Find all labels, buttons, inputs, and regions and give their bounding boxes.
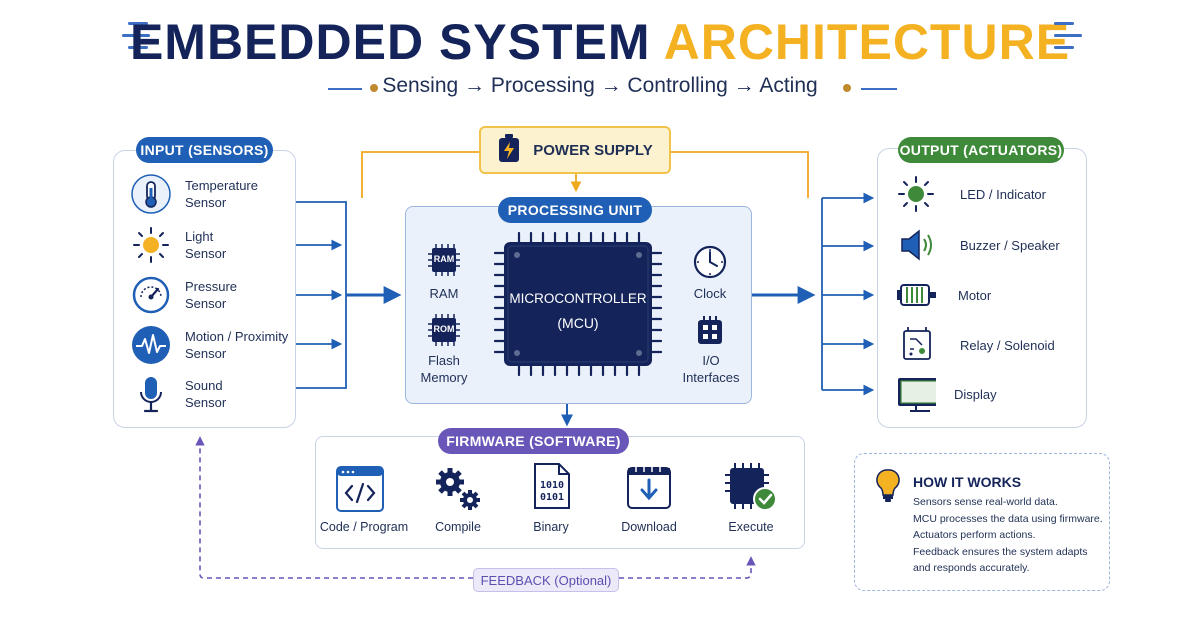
step-label: Code / Program — [319, 520, 409, 534]
sensor-label-line2: Sensor — [185, 395, 227, 410]
how-line: Sensors sense real-world data. — [913, 496, 1058, 508]
sensor-label-line2: Sensor — [185, 246, 227, 261]
actuator-label: Relay / Solenoid — [960, 337, 1055, 353]
sensor-label-line1: Motion / Proximity — [185, 329, 289, 344]
how-line: MCU processes the data using firmware. — [913, 512, 1103, 525]
sensor-label-line2: Sensor — [185, 346, 227, 361]
firmware-header: FIRMWARE (SOFTWARE) — [438, 428, 629, 454]
io-line1: I/O — [702, 353, 720, 368]
power-supply-label: POWER SUPPLY — [533, 141, 653, 159]
step-label: Compile — [435, 520, 481, 534]
io-line2: Interfaces — [682, 370, 740, 385]
how-it-works-text: Sensors sense real-world data. MCU proce… — [913, 494, 1103, 577]
actuator-label: Display — [954, 386, 997, 402]
how-line: Feedback ensures the system adapts — [913, 545, 1088, 558]
sensor-label-line1: Sound — [185, 378, 223, 393]
title-part-1: EMBEDDED SYSTEM — [129, 14, 651, 70]
processing-header: PROCESSING UNIT — [498, 197, 652, 223]
how-line: and responds accurately. — [913, 562, 1030, 574]
motion-wave-icon — [131, 325, 171, 365]
title-decoration-right — [1054, 22, 1082, 58]
how-it-works-title: HOW IT WORKS — [913, 474, 1022, 490]
step-label: Binary — [533, 520, 569, 534]
monitor-icon — [896, 374, 936, 414]
microcontroller-chip: MICROCONTROLLER (MCU) — [493, 231, 663, 382]
download-icon — [626, 462, 672, 515]
rom-chip-icon: ROM — [428, 314, 460, 351]
page-title: EMBEDDED SYSTEM ARCHITECTURE — [0, 10, 1200, 74]
ram-label: RAM — [429, 286, 459, 301]
output-header: OUTPUT (ACTUATORS) — [898, 137, 1064, 163]
subtitle-dot-left — [370, 84, 378, 92]
actuator-item: Buzzer / Speaker — [896, 225, 1060, 265]
flash-line1: Flash — [428, 353, 460, 368]
battery-icon — [497, 133, 521, 168]
step-label: Download — [621, 520, 677, 534]
subtitle-dot-right — [843, 84, 851, 92]
binary-file-icon: 1010 0101 — [533, 462, 571, 515]
binary-line2: 0101 — [539, 492, 565, 503]
ram-chip-text: RAM — [433, 254, 455, 264]
mcu-line1: MICROCONTROLLER — [509, 291, 647, 306]
gauge-icon — [131, 275, 171, 315]
sensor-label-line1: Light — [185, 229, 214, 244]
actuator-item: Motor — [896, 275, 991, 315]
sensor-label-line1: Pressure — [185, 279, 238, 294]
thermometer-icon — [131, 174, 171, 214]
motor-icon — [896, 275, 936, 315]
binary-line1: 1010 — [539, 480, 565, 491]
lightbulb-icon — [875, 468, 901, 509]
power-supply-box: POWER SUPPLY — [479, 126, 671, 174]
subtitle-line-right — [861, 88, 897, 90]
sun-icon — [131, 225, 171, 265]
ram-chip-icon: RAM — [428, 244, 460, 281]
led-icon — [896, 174, 936, 214]
code-window-icon — [336, 466, 384, 517]
sensor-label-line1: Temperature — [185, 178, 258, 193]
actuator-label: Motor — [958, 287, 992, 303]
input-header: INPUT (SENSORS) — [136, 137, 273, 163]
flash-line2: Memory — [420, 370, 468, 385]
clock-label: Clock — [693, 286, 727, 301]
actuator-label: LED / Indicator — [960, 186, 1046, 202]
io-interfaces-label: I/O Interfaces — [676, 352, 746, 386]
rom-chip-text: ROM — [433, 324, 455, 334]
feedback-label: FEEDBACK (Optional) — [473, 568, 619, 592]
subtitle-line-left — [328, 88, 362, 90]
step-label: Execute — [728, 520, 774, 534]
chip-check-icon — [725, 463, 779, 518]
mcu-line2: (MCU) — [557, 315, 599, 331]
microphone-icon — [131, 374, 171, 414]
actuator-item: LED / Indicator — [896, 174, 1046, 214]
io-interfaces-icon — [697, 316, 723, 351]
speaker-icon — [896, 225, 936, 265]
title-part-2: ARCHITECTURE — [663, 14, 1071, 70]
clock-icon — [692, 244, 728, 285]
title-decoration-left — [122, 22, 150, 58]
subtitle: Sensing → Processing → Controlling → Act… — [382, 74, 818, 97]
actuator-label: Buzzer / Speaker — [960, 237, 1060, 253]
how-line: Actuators perform actions. — [913, 529, 1036, 541]
gears-icon — [430, 464, 486, 519]
actuator-item: Display — [896, 374, 997, 414]
flash-memory-label: Flash Memory — [412, 352, 476, 386]
how-it-works-box: HOW IT WORKS Sensors sense real-world da… — [854, 453, 1110, 591]
sensor-label-line2: Sensor — [185, 296, 227, 311]
relay-icon — [896, 325, 936, 365]
actuator-item: Relay / Solenoid — [896, 325, 1055, 365]
sensor-label-line2: Sensor — [185, 195, 227, 210]
